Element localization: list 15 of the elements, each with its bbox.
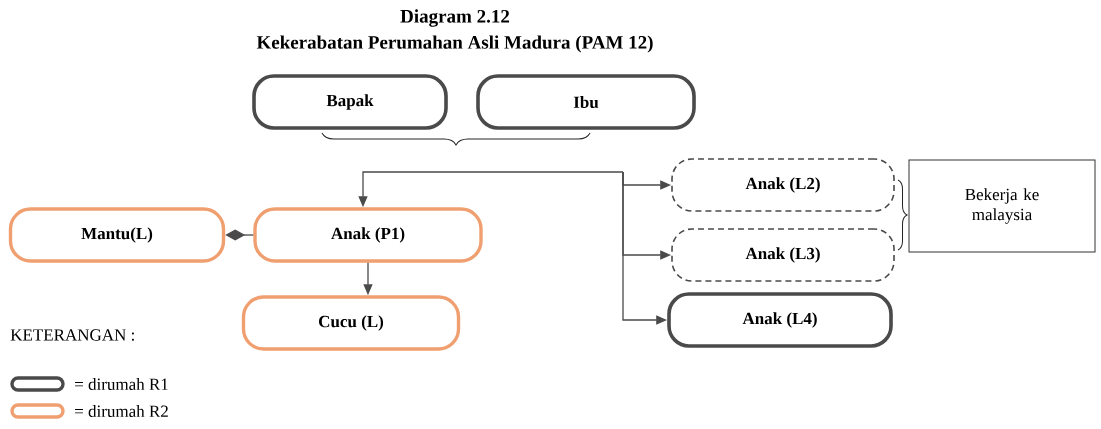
person-box: Anak (P1): [253, 207, 483, 263]
person-box: Bapak: [252, 74, 448, 130]
connector: [225, 229, 254, 241]
person-box: Ibu: [476, 74, 696, 130]
person-box: Cucu (L): [241, 295, 461, 351]
note-box: Bekerja ke malaysia: [908, 159, 1096, 253]
person-box: Anak (L3): [671, 228, 895, 282]
title: Diagram 2.12: [400, 9, 510, 27]
legend-text: = dirumah R1: [75, 378, 168, 390]
person-box: Anak (L4): [667, 292, 893, 348]
legend-heading: KETERANGAN :: [10, 329, 134, 341]
subtitle: Kekerabatan Perumahan Asli Madura (PAM 12): [256, 35, 653, 53]
person-box: Anak (L2): [671, 158, 895, 212]
legend-text: = dirumah R2: [75, 405, 168, 417]
person-box: Mantu(L): [8, 207, 226, 263]
